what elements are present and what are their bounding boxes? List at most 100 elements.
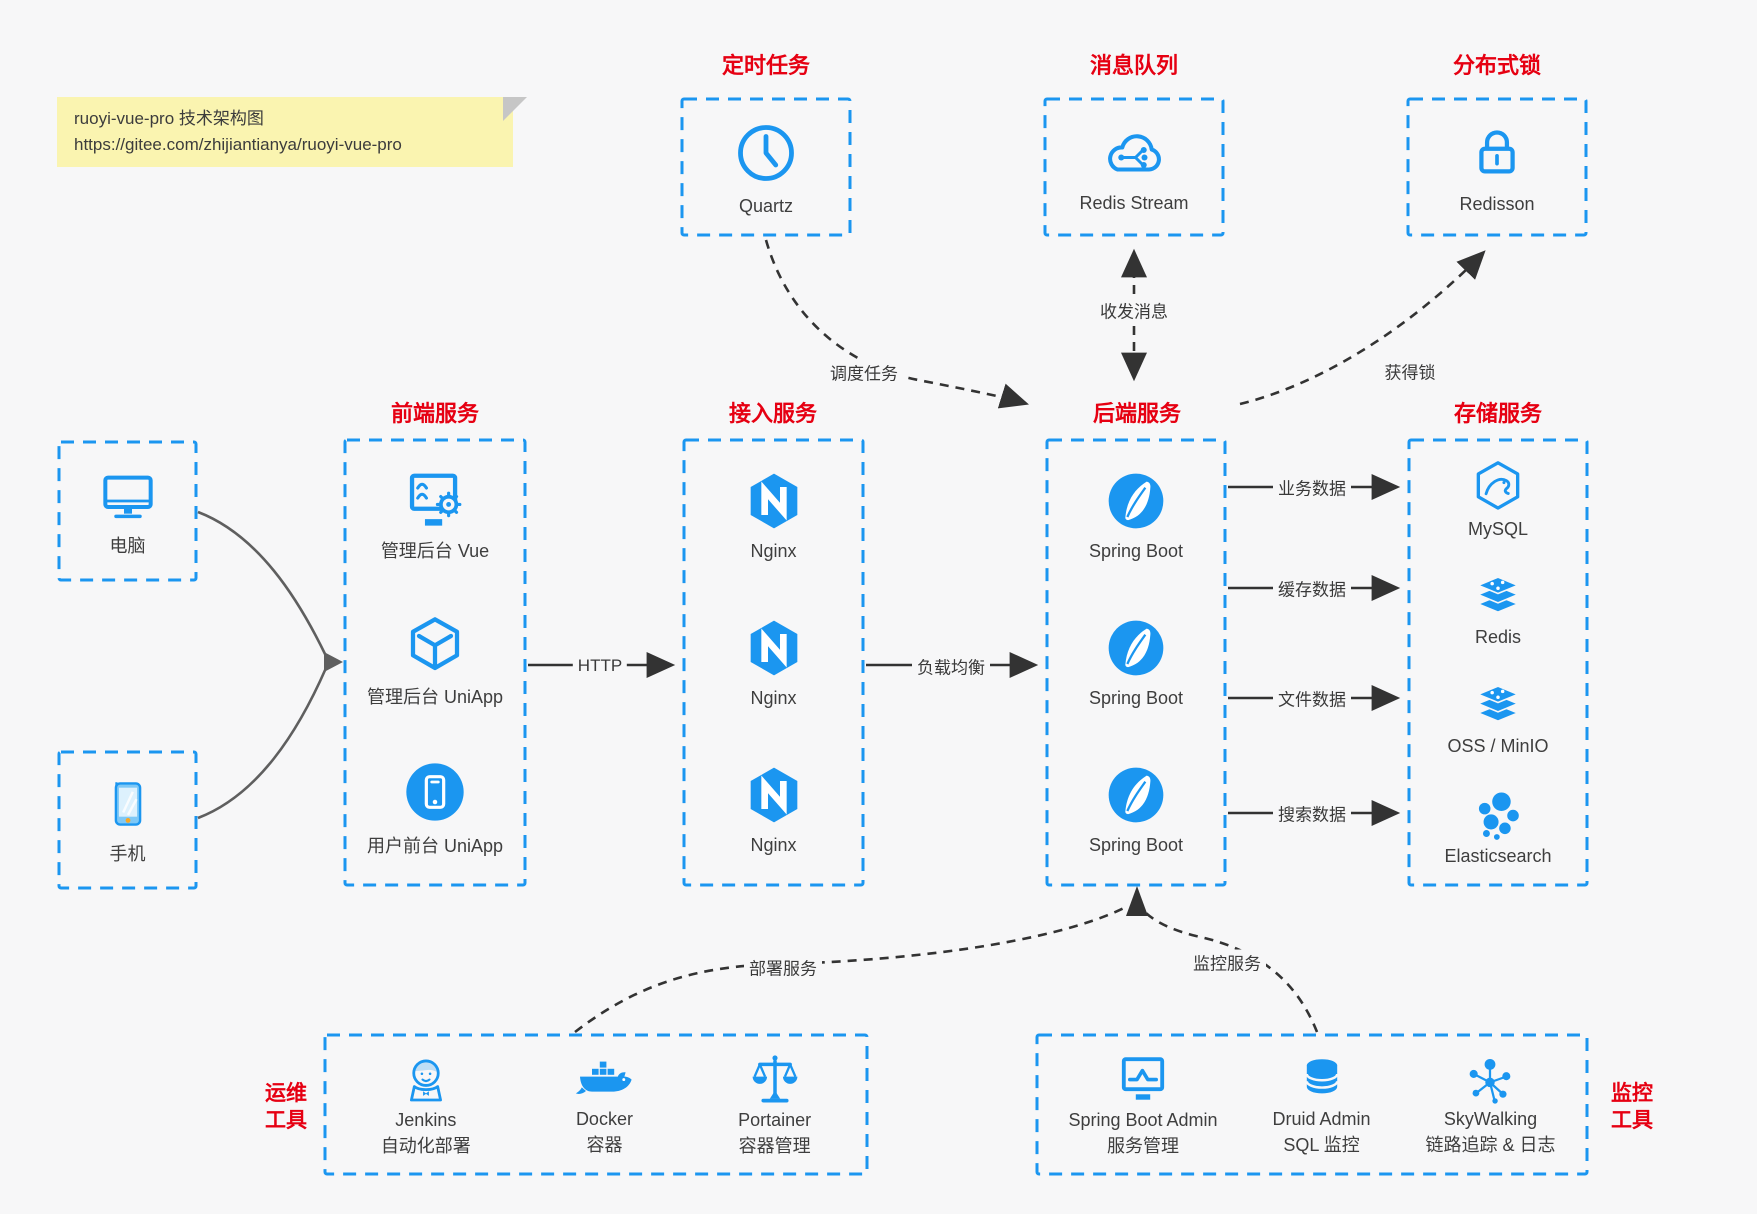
node-redis-stream: Redis Stream	[1043, 97, 1225, 237]
node-label: Redis Stream	[1079, 193, 1189, 213]
cloud-stream-icon	[1108, 134, 1161, 172]
lock-icon	[1479, 130, 1515, 174]
node-admin-uniapp: 管理后台 UniApp	[367, 613, 503, 709]
node-admin-vue: 管理后台 Vue	[381, 467, 489, 563]
node-spring-boot-admin: Spring Boot Admin 服务管理	[1068, 1052, 1218, 1158]
admin-vue-icon	[409, 473, 462, 526]
node-quartz: Quartz	[680, 97, 852, 237]
spring-boot-icon	[1108, 620, 1164, 676]
user-uniapp-icon	[406, 763, 464, 821]
node-docker: Docker 容器	[574, 1053, 634, 1157]
node-user-uniapp: 用户前台 UniApp	[367, 760, 503, 858]
node-redisson: Redisson	[1406, 97, 1588, 237]
node-nginx-1: Nginx	[742, 469, 806, 562]
edge-label-search-data: 搜索数据	[1273, 800, 1351, 826]
monitor-tools-box: Spring Boot Admin 服务管理 Druid Admin SQL 监…	[1035, 1033, 1589, 1176]
node-druid-admin: Druid Admin SQL 监控	[1273, 1053, 1371, 1157]
title-distributed-lock: 分布式锁	[1452, 53, 1542, 78]
edge-label-cache-data: 缓存数据	[1273, 575, 1351, 601]
deploy-monitor-arrowhead	[1126, 886, 1148, 916]
edge-label-deploy: 部署服务	[744, 954, 822, 980]
uniapp-cube-icon	[410, 617, 460, 671]
tool-desc: 服务管理	[1107, 1135, 1180, 1156]
node-label: Quartz	[738, 196, 794, 216]
node-pc: 电脑	[57, 440, 198, 582]
title-frontend-services: 前端服务	[390, 401, 480, 426]
client-merge-arrowhead	[324, 652, 343, 672]
redis-stack-icon	[1477, 576, 1519, 614]
edge-label-message: 收发消息	[1095, 297, 1173, 323]
note-fold-corner	[503, 97, 527, 121]
edge-label-load-balance: 负载均衡	[912, 653, 990, 679]
spring-boot-admin-icon	[1121, 1056, 1165, 1100]
node-spring-boot-1: Spring Boot	[1089, 469, 1183, 562]
edge-label-schedule: 调度任务	[825, 359, 903, 385]
title-backend-services: 后端服务	[1092, 401, 1182, 426]
tool-desc: 自动化部署	[380, 1135, 471, 1156]
node-oss-minio: OSS / MinIO	[1447, 681, 1549, 757]
node-label: Nginx	[750, 688, 797, 708]
tool-name: SkyWalking	[1443, 1108, 1538, 1129]
gateway-services-box: Nginx Nginx Nginx	[682, 438, 865, 887]
tool-desc: 链路追踪 & 日志	[1425, 1134, 1556, 1155]
title-storage-services: 存储服务	[1453, 401, 1543, 426]
portainer-icon	[752, 1054, 798, 1102]
spring-boot-icon	[1108, 767, 1164, 823]
tool-desc: 容器管理	[738, 1135, 811, 1156]
ops-tools-box: Jenkins 自动化部署 Docker 容器	[323, 1033, 869, 1176]
node-jenkins: Jenkins 自动化部署	[381, 1052, 471, 1158]
title-gateway-services: 接入服务	[728, 401, 818, 426]
node-nginx-2: Nginx	[742, 616, 806, 709]
phone-icon	[114, 781, 141, 826]
oss-stack-icon	[1477, 684, 1519, 722]
tool-desc: 容器	[586, 1134, 623, 1155]
backend-services-box: Spring Boot Spring Boot Spring Boot	[1045, 438, 1227, 887]
node-portainer: Portainer 容器管理	[738, 1052, 811, 1158]
title-monitor-tools: 监控 工具	[1611, 1082, 1653, 1132]
node-label: Spring Boot	[1088, 688, 1184, 708]
spring-boot-icon	[1108, 473, 1164, 529]
elasticsearch-icon	[1478, 792, 1519, 840]
solid-arrows	[528, 474, 1401, 826]
mysql-icon	[1476, 461, 1520, 510]
nginx-icon	[750, 620, 797, 676]
node-mobile: 手机	[57, 750, 198, 890]
node-mysql: MySQL	[1468, 458, 1528, 540]
edge-label-lock: 获得锁	[1379, 358, 1441, 384]
node-label: Spring Boot	[1088, 835, 1184, 855]
tool-name: Spring Boot Admin	[1068, 1109, 1218, 1130]
desktop-icon	[102, 475, 153, 518]
node-spring-boot-3: Spring Boot	[1089, 763, 1183, 856]
node-label: Nginx	[750, 835, 797, 855]
node-nginx-3: Nginx	[742, 763, 806, 856]
tool-name: Docker	[575, 1108, 633, 1129]
edge-label-http: HTTP	[572, 656, 628, 676]
clock-icon	[738, 125, 794, 181]
tool-desc: SQL 监控	[1283, 1134, 1360, 1155]
node-label: Redis	[1474, 627, 1522, 648]
node-elasticsearch: Elasticsearch	[1444, 789, 1552, 867]
title-message-queue: 消息队列	[1089, 53, 1179, 78]
node-redis: Redis	[1470, 572, 1526, 648]
title-scheduled-tasks: 定时任务	[721, 53, 811, 78]
node-label: Elasticsearch	[1444, 845, 1552, 866]
note-title: ruoyi-vue-pro 技术架构图	[74, 109, 264, 128]
nginx-icon	[750, 473, 797, 529]
node-label: 电脑	[109, 535, 146, 556]
tool-name: Portainer	[738, 1109, 812, 1130]
nginx-icon	[750, 767, 797, 823]
tool-name: Druid Admin	[1272, 1108, 1371, 1129]
storage-services-box: MySQL Redis	[1407, 438, 1589, 887]
node-label: MySQL	[1467, 519, 1528, 540]
note-url: https://gitee.com/zhijiantianya/ruoyi-vu…	[74, 135, 402, 154]
frontend-services-box: 管理后台 Vue 管理后台 UniApp 用户前台 UniApp	[343, 438, 527, 887]
node-label: Redisson	[1459, 194, 1535, 214]
node-label: 用户前台 UniApp	[366, 835, 504, 856]
node-label: 手机	[109, 843, 146, 864]
druid-icon	[1305, 1058, 1338, 1093]
node-spring-boot-2: Spring Boot	[1089, 616, 1183, 709]
edge-label-biz-data: 业务数据	[1273, 474, 1351, 500]
sticky-note: ruoyi-vue-pro 技术架构图 https://gitee.com/zh…	[57, 97, 527, 167]
node-skywalking: SkyWalking 链路追踪 & 日志	[1425, 1053, 1556, 1157]
node-label: 管理后台 Vue	[380, 541, 490, 562]
